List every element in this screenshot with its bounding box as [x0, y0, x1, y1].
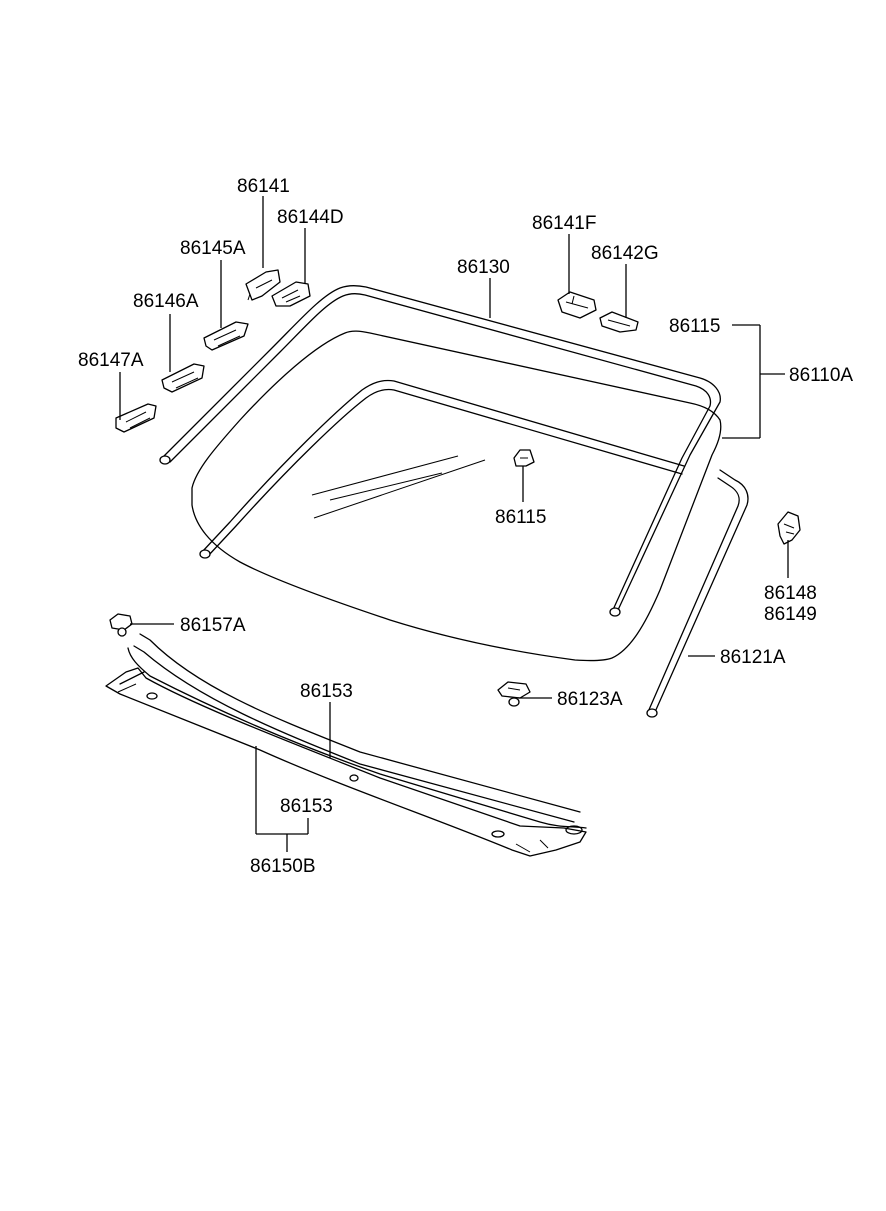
label-86144D: 86144D: [277, 207, 344, 228]
moulding-86130: [159, 284, 721, 617]
clip-86115-center: [513, 449, 535, 467]
clip-86145A: [203, 321, 249, 351]
fastener-86123A: [497, 681, 531, 707]
clip-86144D: [271, 281, 311, 307]
clip-86142G: [599, 311, 639, 333]
label-86141: 86141: [237, 176, 290, 197]
label-86141F: 86141F: [532, 213, 596, 234]
clip-86141F: [557, 291, 597, 319]
clip-86148-86149: [777, 511, 801, 545]
label-86153-top: 86153: [300, 681, 353, 702]
side-moulding-86121A: [646, 469, 749, 718]
part-labels: 86141 86144D 86145A 86146A 86147A 86130 …: [78, 176, 853, 877]
clip-86141: [245, 269, 281, 301]
label-86115-top: 86115: [669, 316, 720, 337]
clip-86146A: [161, 363, 205, 393]
dam-inner-moulding: [199, 379, 685, 559]
glass-reflection: [311, 455, 486, 519]
label-86142G: 86142G: [591, 243, 659, 264]
leader-lines: [119, 196, 789, 852]
label-86157A: 86157A: [180, 615, 246, 636]
label-86153-bottom: 86153: [280, 796, 333, 817]
label-86147A: 86147A: [78, 350, 144, 371]
label-86123A: 86123A: [557, 689, 623, 710]
clip-86147A: [115, 403, 157, 433]
windshield-glass: [191, 330, 722, 662]
label-86130: 86130: [457, 257, 510, 278]
label-86121A: 86121A: [720, 647, 786, 668]
label-86150B: 86150B: [250, 856, 316, 877]
label-86145A: 86145A: [180, 238, 246, 259]
label-86146A: 86146A: [133, 291, 199, 312]
fastener-86157A: [109, 613, 133, 637]
label-86148: 86148: [764, 583, 817, 604]
label-86110A: 86110A: [789, 365, 853, 386]
label-86115-center: 86115: [495, 507, 546, 528]
cowl-panel-86150B: [105, 633, 587, 857]
label-86149: 86149: [764, 604, 817, 625]
